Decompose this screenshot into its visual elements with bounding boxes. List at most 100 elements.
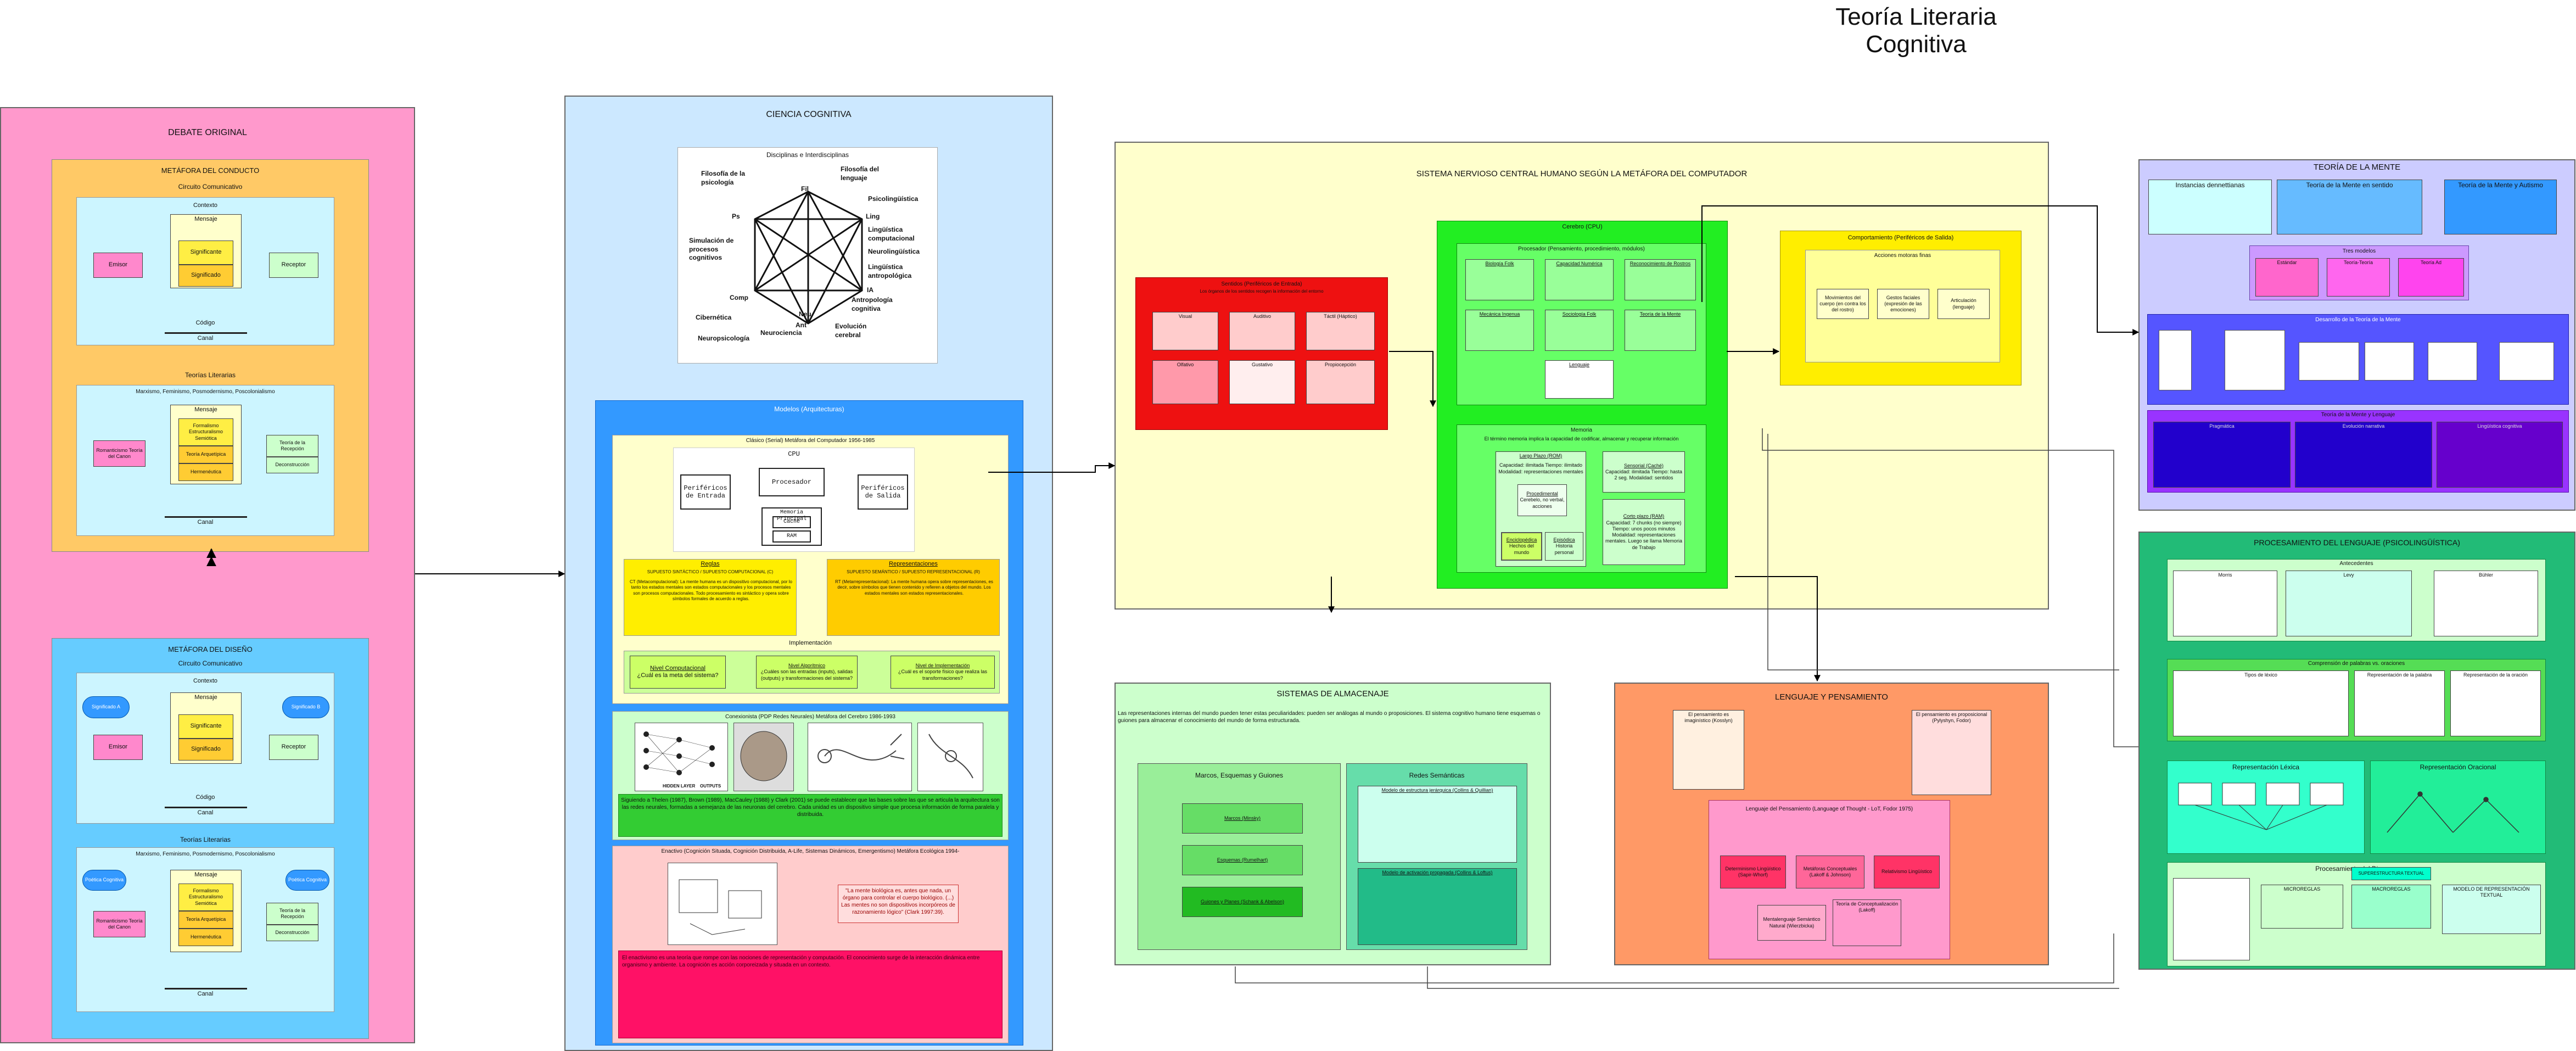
disc-ia: IA <box>867 286 873 294</box>
ant-buhler-label: Bühler <box>2478 572 2493 578</box>
sense-olfativo-label: Olfativo <box>1177 362 1194 367</box>
diseno-emisor[interactable]: Emisor <box>93 735 143 760</box>
critica-panel: Teoría de la Mente y Lenguaje Pragmática… <box>2147 410 2569 493</box>
ant-levy-label: Levy <box>2343 572 2354 578</box>
conexionista-text: Siguiendo a Thelen (1987), Brown (1989),… <box>618 794 1003 837</box>
sense-gustativo: Gustativo <box>1229 360 1295 404</box>
memoria-largo-text: Capacidad: ilimitada Tiempo: ilimitado M… <box>1498 462 1583 474</box>
disciplinas-graph <box>754 191 863 325</box>
clasico-diagram: CPU Periféricos de Entrada Procesador Pe… <box>673 448 915 552</box>
conducto-title: METÁFORA DEL CONDUCTO <box>161 166 260 175</box>
disc-cibernetica: Cibernética <box>696 314 732 321</box>
disc-modelo: MODELO DE REPRESENTACIÓN TEXTUAL <box>2442 885 2541 934</box>
desarrollo-img-4 <box>2365 342 2414 381</box>
diseno-receptor[interactable]: Receptor <box>269 735 318 760</box>
mod-sociologia: Sociología Folk <box>1545 310 1614 351</box>
diseno-contexto: Contexto <box>193 678 218 684</box>
canal-label: Canal <box>197 335 214 342</box>
memoria-largo-label: Largo Plazo (ROM) <box>1519 453 1563 459</box>
desarrollo-img-2 <box>2225 330 2285 390</box>
cpu-label: CPU <box>788 450 800 458</box>
modelo-teoria: Teoría-Teoría <box>2327 258 2390 297</box>
representaciones-box: Representaciones SUPUESTO SEMÁNTICO / SU… <box>827 559 1000 636</box>
marcos-item-1: Marcos (Minsky) <box>1182 803 1303 834</box>
conducto-circuit-box: Contexto Mensaje Significante Significad… <box>76 197 334 345</box>
diseno-title: METÁFORA DEL DISEÑO <box>168 645 253 653</box>
clasico-title: Clásico (Serial) Metáfora del Computador… <box>746 438 875 444</box>
almacenaje-panel: SISTEMAS DE ALMACENAJE Las representacio… <box>1115 683 1551 965</box>
significado-box: Significado <box>178 265 233 287</box>
mensaje-label: Mensaje <box>194 216 217 222</box>
disc-ant: Ant <box>796 321 807 329</box>
memoria-subtitle: El término memoria implica la capacidad … <box>1484 436 1679 441</box>
teorias1-title: Teorías Literarias <box>184 371 236 379</box>
teorias1-romanticismo: Romanticismo Teoría del Canon <box>93 440 145 467</box>
reglas-text: CT (Metacomputacional): La mente humana … <box>629 579 792 602</box>
disc-evolucion: Evolución cerebral <box>835 322 867 339</box>
entrada-panel: Sentidos (Periféricos de Entrada) Los ór… <box>1135 277 1388 430</box>
disc-lingcomp: Lingüística computacional <box>868 226 915 242</box>
critica-title: Teoría de la Mente y Lenguaje <box>2321 412 2395 418</box>
enactivo-title: Enactivo (Cognición Situada, Cognición D… <box>661 848 960 854</box>
entrada-title: Sentidos (Periféricos de Entrada) <box>1221 281 1302 287</box>
mod-biologia: Biología Folk <box>1465 259 1534 300</box>
emisor-box[interactable]: Emisor <box>93 253 143 278</box>
entrada-periferico: Periféricos de Entrada <box>680 474 731 510</box>
diseno-panel: METÁFORA DEL DISEÑO Circuito Comunicativ… <box>52 638 369 1039</box>
receptor-box[interactable]: Receptor <box>269 253 318 278</box>
redes-item-1: Modelo de estructura jerárquica (Collins… <box>1358 786 1517 863</box>
critica-narrativa: Evolución narrativa <box>2295 422 2432 488</box>
salida-articulacion: Articulación (lenguaje) <box>1937 289 1990 319</box>
neuron-image <box>808 723 912 791</box>
critica-pragmatica: Pragmática <box>2153 422 2291 488</box>
pens-proposicional-label: El pensamiento es proposicional (Pylyshy… <box>1916 712 1987 724</box>
memoria-principal: Memoria Principal <box>761 507 822 546</box>
teorias1-box: Marxismo, Feminismo, Posmodernismo, Posc… <box>76 385 334 536</box>
sense-visual: Visual <box>1152 312 1218 350</box>
modelo-estandar: Estándar <box>2255 258 2319 297</box>
oracional-title: Representación Oracional <box>2420 763 2496 771</box>
teorias1-arquetipica: Teoría Arquetípica <box>178 446 233 463</box>
hechos-label: Hechos del mundo <box>1509 543 1535 555</box>
diseno-circuit-box: Contexto Mensaje Significante Significad… <box>76 673 334 824</box>
procedural-label: Procedimental <box>1526 491 1558 497</box>
sense-auditivo: Auditivo <box>1229 312 1295 350</box>
teorias2-cloud-1: Poética Cognitiva <box>82 870 126 891</box>
mod-rostros: Reconocimiento de Rostros <box>1625 259 1696 300</box>
brain-image <box>733 723 794 791</box>
hidden-layer-label: HIDDEN LAYER <box>663 784 696 789</box>
enciclopedica-label: Enciclopédica <box>1506 537 1537 543</box>
lot-item-5: Teoría de Conceptualización (Lakoff) <box>1833 899 1901 946</box>
teorias1-mensaje-label: Mensaje <box>194 406 217 413</box>
redes-title: Redes Semánticas <box>1409 772 1465 779</box>
oracional-panel: Representación Oracional <box>2370 761 2546 854</box>
brain-svg <box>740 731 787 781</box>
comp-tipos: Tipos de léxico <box>2173 670 2349 736</box>
teorias2-cloud-2: Poética Cognitiva <box>285 870 329 891</box>
diseno-codigo: Código <box>195 794 215 801</box>
sense-tactil: Táctil (Háptico) <box>1306 312 1375 350</box>
teorias2-romanticismo: Romanticismo Teoría del Canon <box>93 911 145 937</box>
significante-box: Significante <box>178 241 233 265</box>
teorias2-subtitle: Marxismo, Feminismo, Posmodernismo, Posc… <box>136 851 275 857</box>
disc-ps: Ps <box>732 213 740 220</box>
nivel-alg-q: ¿Cuáles son las entradas (inputs), salid… <box>760 669 853 681</box>
redes-item-2: Modelo de activación propagada (Collins … <box>1358 868 1517 945</box>
salida-movimientos: Movimientos del cuerpo (en contra los de… <box>1817 289 1869 319</box>
rep-sub: SUPUESTO SEMÁNTICO / SUPUESTO REPRESENTA… <box>847 569 980 574</box>
sense-olfativo: Olfativo <box>1152 360 1218 404</box>
ant-levy: Levy <box>2286 571 2412 636</box>
lot-item-2: Metáforas Conceptuales (Lakoff & Johnson… <box>1796 856 1864 888</box>
ram-box: RAM <box>772 530 811 543</box>
teorias2-canal: Canal <box>197 991 214 997</box>
procesador-box: Procesador <box>759 468 825 496</box>
redes-item-2-label: Modelo de activación propagada (Collins … <box>1382 870 1493 875</box>
oracional-diagram <box>2387 791 2519 833</box>
diseno-mensaje-label: Mensaje <box>194 694 217 701</box>
disc-neurociencia: Neurociencia <box>760 329 802 337</box>
sentidos-box: Teoría de la Mente en sentido <box>2277 180 2422 234</box>
lot-panel: Lenguaje del Pensamiento (Language of Th… <box>1709 800 1950 959</box>
diseno-cloud-1: Significado A <box>82 696 130 718</box>
teorias2-formalismo: Formalismo Estructuralismo Semiótica <box>178 884 233 911</box>
